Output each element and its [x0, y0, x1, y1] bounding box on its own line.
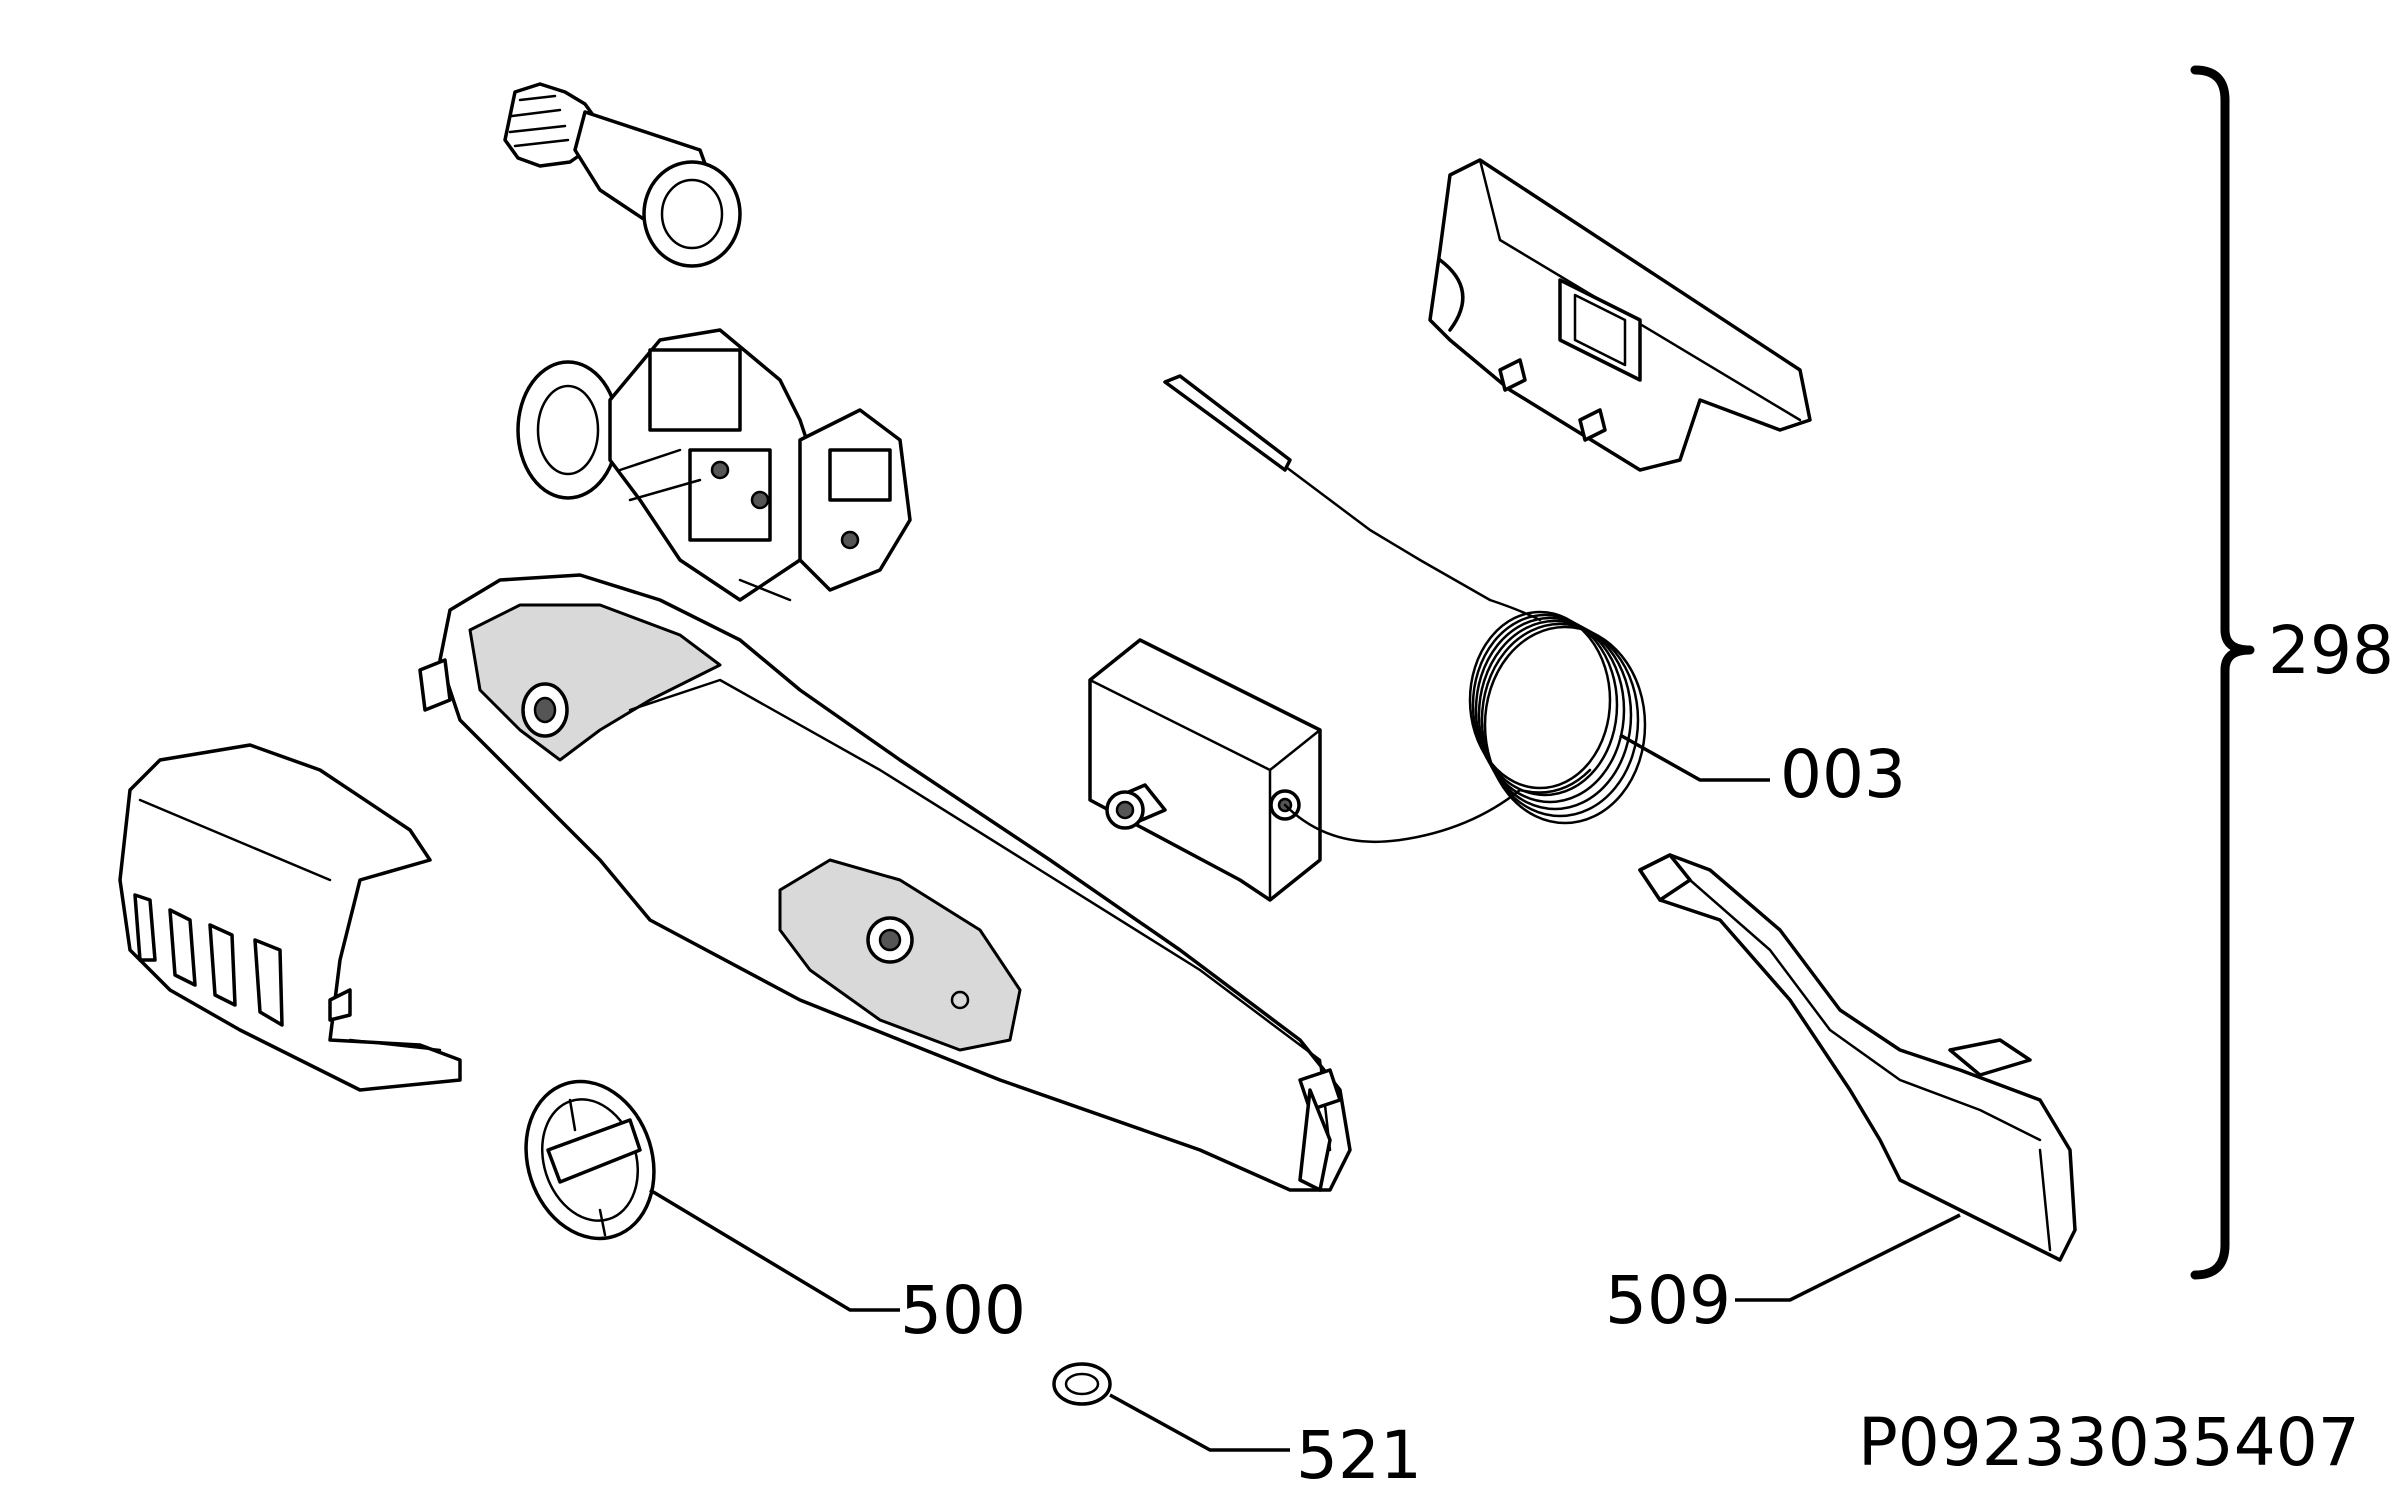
leader-handle: [1735, 1213, 1961, 1302]
assembly-brace: [2190, 65, 2255, 1280]
thermostat-knob: [524, 1079, 656, 1241]
o-ring: [1052, 1362, 1112, 1406]
label-handle: 509: [1605, 1262, 1731, 1339]
leader-ring: [1109, 1393, 1290, 1452]
handle: [1638, 853, 2077, 1262]
reference-code: P09233035407: [1858, 1404, 2360, 1481]
leader-thermostat: [1619, 733, 1770, 782]
lamp-holder-switch: [516, 328, 912, 602]
label-thermostat: 003: [1780, 736, 1906, 813]
lamp-cover: [118, 743, 462, 1092]
thermostat: [1088, 638, 1522, 902]
lamp-bulb: [503, 82, 742, 268]
lamp-housing: [418, 573, 1352, 1192]
label-knob: 500: [900, 1272, 1026, 1349]
label-assembly: 298: [2268, 612, 2394, 689]
leader-knob: [649, 1188, 900, 1312]
label-ring: 521: [1296, 1417, 1422, 1494]
capillary-coil: [1163, 374, 1647, 825]
mounting-bracket: [1428, 158, 1812, 472]
